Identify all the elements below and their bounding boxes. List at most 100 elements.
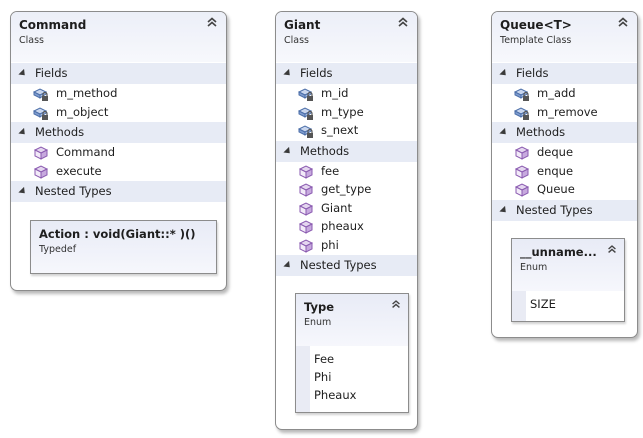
enum-value: SIZE (530, 297, 556, 311)
field-label: m_method (56, 86, 118, 100)
field-label: m_add (537, 86, 576, 100)
section-fields[interactable]: Fields (492, 62, 637, 84)
nested-typedef-shape[interactable]: Action : void(Giant::* )() Typedef (30, 220, 217, 274)
class-name: Giant (284, 18, 321, 32)
method-label: get_type (321, 182, 372, 196)
nested-enum-shape[interactable]: __unname... Enum SIZE (511, 238, 625, 322)
method-item[interactable]: get_type (276, 180, 417, 199)
class-kind: Class (284, 35, 309, 46)
method-label: pheaux (321, 219, 364, 233)
method-cube-icon (298, 164, 314, 180)
collapse-chevron-icon[interactable] (606, 243, 618, 255)
field-label: m_object (56, 104, 109, 119)
section-fields[interactable]: Fields (276, 62, 417, 84)
class-shape-giant[interactable]: Giant Class Fields m_id m_type s_next Me… (275, 11, 418, 430)
nested-type-name: Action : void(Giant::* )() (39, 227, 196, 241)
class-header[interactable]: Command Class (11, 12, 226, 62)
method-item[interactable]: Command (11, 143, 226, 162)
nested-type-kind: Typedef (39, 244, 77, 255)
expander-icon[interactable] (18, 68, 28, 79)
method-item[interactable]: phi (276, 236, 417, 255)
field-label: m_remove (537, 104, 598, 119)
method-label: Giant (321, 200, 352, 215)
collapse-chevron-icon[interactable] (205, 15, 219, 29)
enum-value: Fee (314, 352, 335, 366)
field-item[interactable]: m_object (11, 103, 226, 122)
class-shape-command[interactable]: Command Class Fields m_method m_object M… (10, 11, 227, 291)
expander-icon[interactable] (18, 127, 28, 138)
field-item[interactable]: m_id (276, 84, 417, 103)
method-item[interactable]: deque (492, 143, 637, 162)
method-label: Command (56, 145, 116, 159)
section-label: Fields (516, 66, 549, 80)
section-methods[interactable]: Methods (11, 121, 226, 143)
nested-enum-shape[interactable]: Type Enum Fee Phi Pheaux (295, 293, 409, 413)
section-methods[interactable]: Methods (276, 139, 417, 162)
collapse-chevron-icon[interactable] (390, 298, 402, 310)
method-item[interactable]: Queue (492, 180, 637, 199)
expander-icon[interactable] (499, 127, 509, 138)
section-label: Methods (516, 125, 566, 139)
class-name: Queue<T> (500, 18, 572, 32)
expander-icon[interactable] (283, 146, 293, 156)
method-label: fee (321, 163, 340, 178)
section-nested-types[interactable]: Nested Types (276, 254, 417, 276)
field-item[interactable]: m_add (492, 84, 637, 103)
enum-value: Pheaux (314, 388, 357, 402)
class-kind: Template Class (500, 35, 572, 46)
private-field-icon (298, 105, 314, 121)
nested-type-name: Type (304, 300, 335, 314)
method-cube-icon (33, 164, 49, 180)
method-cube-icon (514, 145, 530, 161)
section-label: Fields (35, 66, 68, 80)
enum-value: Phi (314, 370, 332, 384)
private-field-icon (33, 86, 49, 102)
field-label: m_type (321, 104, 364, 119)
method-item[interactable]: execute (11, 162, 226, 181)
section-label: Nested Types (516, 202, 593, 217)
collapse-chevron-icon[interactable] (616, 15, 630, 29)
method-label: deque (537, 145, 574, 159)
method-label: phi (321, 237, 339, 252)
enum-stripe (512, 291, 526, 321)
method-item[interactable]: pheaux (276, 217, 417, 236)
method-cube-icon (298, 219, 314, 235)
expander-icon[interactable] (499, 68, 509, 79)
nested-type-name: __unname... (520, 245, 597, 259)
field-label: m_id (321, 86, 349, 100)
field-label: s_next (321, 123, 359, 137)
private-field-icon (298, 86, 314, 102)
section-methods[interactable]: Methods (492, 121, 637, 143)
collapse-chevron-icon[interactable] (396, 15, 410, 29)
method-item[interactable]: enque (492, 162, 637, 181)
expander-icon[interactable] (18, 186, 28, 197)
section-nested-types[interactable]: Nested Types (11, 180, 226, 202)
private-field-icon (33, 105, 49, 121)
field-item[interactable]: s_next (276, 121, 417, 140)
section-nested-types[interactable]: Nested Types (492, 198, 637, 221)
expander-icon[interactable] (283, 68, 293, 79)
section-label: Fields (300, 66, 333, 80)
method-cube-icon (298, 238, 314, 254)
method-label: enque (537, 163, 574, 178)
section-fields[interactable]: Fields (11, 62, 226, 84)
method-item[interactable]: Giant (276, 199, 417, 218)
expander-icon[interactable] (283, 260, 293, 271)
method-cube-icon (298, 182, 314, 198)
expander-icon[interactable] (499, 205, 509, 215)
method-item[interactable]: fee (276, 162, 417, 181)
method-label: execute (56, 163, 102, 178)
method-cube-icon (33, 145, 49, 161)
field-item[interactable]: m_method (11, 84, 226, 103)
field-item[interactable]: m_type (276, 103, 417, 122)
section-label: Methods (300, 143, 350, 158)
section-label: Nested Types (35, 184, 112, 198)
class-kind: Class (19, 35, 44, 46)
method-cube-icon (298, 201, 314, 217)
class-header[interactable]: Giant Class (276, 12, 417, 62)
section-label: Methods (35, 125, 85, 139)
class-shape-queue[interactable]: Queue<T> Template Class Fields m_add m_r… (491, 11, 638, 338)
class-header[interactable]: Queue<T> Template Class (492, 12, 637, 62)
field-item[interactable]: m_remove (492, 103, 637, 122)
nested-type-kind: Enum (520, 262, 548, 273)
